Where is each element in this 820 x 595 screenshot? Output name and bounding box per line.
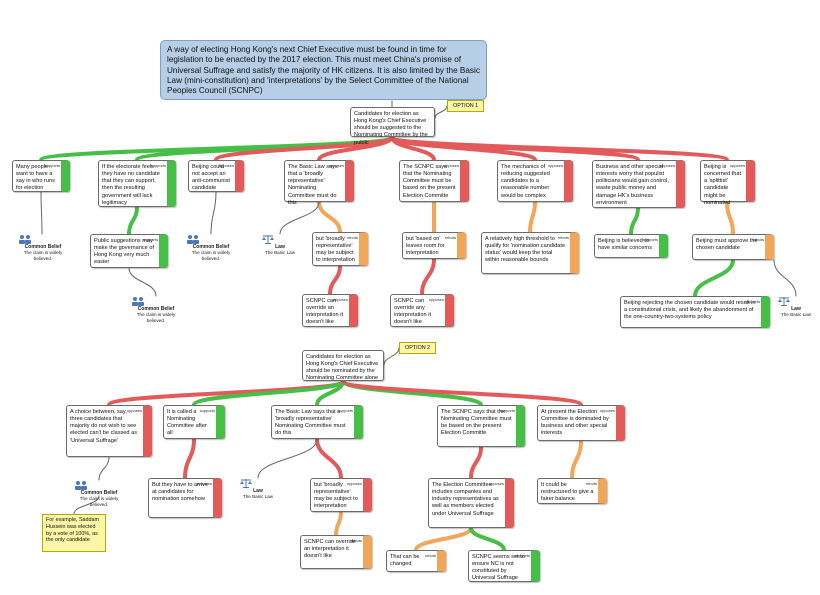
node-many-people[interactable]: Many people want to have a say in who ru… — [12, 160, 70, 192]
connector-line — [341, 379, 583, 407]
option-1-label: OPTION 1 — [447, 100, 485, 112]
node-beijing-approve[interactable]: Beijing must approve the chosen candidat… — [692, 234, 774, 260]
connector-line — [420, 257, 436, 296]
connector-line — [317, 200, 342, 234]
option-2-label: OPTION 2 — [399, 342, 437, 354]
node-arrive-candidates[interactable]: But they have to arrive at candidates fo… — [148, 478, 222, 518]
connector-line — [39, 135, 394, 162]
connector-line — [257, 438, 318, 479]
connector-line — [390, 135, 729, 162]
node-broadly-2[interactable]: but 'broadly representative' may be subj… — [310, 478, 372, 512]
node-basic-law-2[interactable]: The Basic Law says that a 'broadly repre… — [271, 405, 363, 439]
node-beijing-similar[interactable]: Beijing is believed to have similar conc… — [594, 234, 668, 258]
connector-line — [127, 205, 139, 236]
connector-line — [328, 264, 342, 296]
saddam-note: For example, Saddam Hussein was elected … — [42, 514, 106, 552]
node-constitutional-crisis[interactable]: Beijing rejecting the chosen candidate w… — [620, 296, 770, 328]
node-scnpc-override-1[interactable]: SCNPC can override an interpretation it … — [302, 294, 358, 327]
connector-line — [107, 379, 345, 407]
node-public-suggestions[interactable]: Public suggestions may make the governan… — [90, 234, 168, 268]
connector-line — [383, 347, 400, 366]
node-threshold[interactable]: A relatively high threshold to qualify f… — [481, 232, 579, 274]
connector-line — [570, 439, 583, 480]
connector-line — [693, 258, 735, 298]
connector-line — [528, 200, 537, 234]
connector-line — [98, 456, 110, 481]
node-anti-communist[interactable]: Beijing could not accept an anti-communi… — [188, 160, 244, 192]
connector-line — [725, 200, 735, 236]
node-based-on[interactable]: but 'based on' leaves room for interpret… — [402, 232, 466, 259]
connector-line — [629, 206, 640, 236]
node-dominated-business[interactable]: At present the Election Committee is dom… — [537, 405, 625, 441]
connector-line — [469, 445, 483, 480]
option-2-claim[interactable]: Candidates for election as Hong Kong's C… — [302, 350, 384, 381]
node-called-nominating[interactable]: It is called a Nominating Committee afte… — [163, 405, 225, 439]
node-legitimacy[interactable]: If the electorate feels they have no can… — [98, 160, 176, 207]
connector-line — [317, 135, 394, 162]
connector-line — [434, 105, 448, 119]
connector-line — [469, 526, 506, 552]
node-mechanics[interactable]: The mechanics of reducing suggested cand… — [497, 160, 573, 202]
connector-line — [414, 526, 473, 552]
connector-line — [183, 437, 196, 480]
connector-line — [128, 267, 157, 297]
connector-line — [73, 495, 100, 515]
option-1-claim[interactable]: Candidates for election as Hong Kong's C… — [350, 107, 435, 146]
node-scnpc-override-any[interactable]: SCNPC can override any interpretation it… — [390, 294, 454, 327]
connector-line — [192, 379, 345, 407]
connector-line — [315, 437, 343, 480]
node-restructured[interactable]: It could be restructured to give a faire… — [537, 478, 607, 504]
connector-line — [334, 510, 343, 537]
node-not-universal[interactable]: SCNPC seems set to ensure NC is not cons… — [468, 550, 540, 582]
node-splittist[interactable]: Beijing is concerned that a 'splittist' … — [700, 160, 755, 206]
connector-line — [40, 191, 43, 235]
node-election-committee[interactable]: The Election Committee includes companie… — [428, 478, 514, 528]
node-scnpc-override-2[interactable]: SCNPC can override an interpretation it … — [300, 535, 372, 569]
header-question: A way of electing Hong Kong's next Chief… — [160, 40, 487, 100]
node-broadly-1[interactable]: but 'broadly representative' may be subj… — [312, 232, 368, 266]
connector-line — [773, 259, 797, 297]
node-scnpc-says-1[interactable]: The SCNPC says that the Nominating Commi… — [399, 160, 469, 202]
node-scnpc-says-2[interactable]: The SCNPC says that the Nominating Commi… — [437, 405, 525, 447]
node-business-interests[interactable]: Business and other special interests wor… — [592, 160, 685, 208]
connector-line — [279, 201, 320, 235]
node-choice-three[interactable]: A choice between, say, three candidates … — [66, 405, 152, 457]
node-basic-law-1[interactable]: The Basic Law says that a 'broadly repre… — [284, 160, 354, 206]
connector-line — [210, 191, 217, 235]
connector-line — [315, 379, 345, 407]
